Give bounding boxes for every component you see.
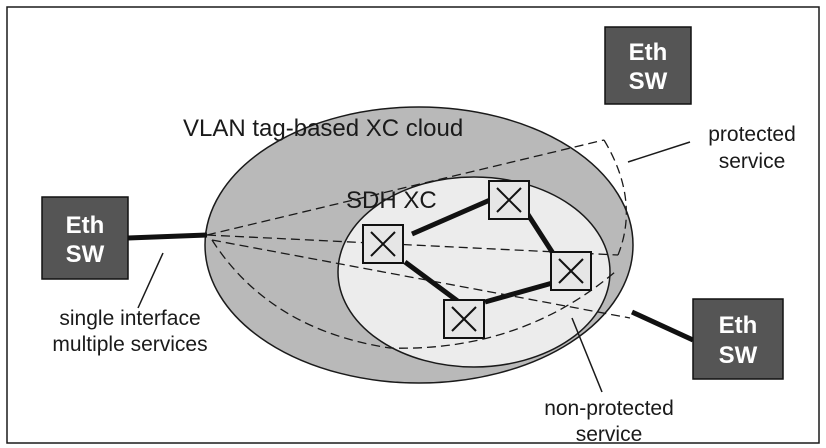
protected-path-lower: [206, 234, 619, 256]
nonprotected-branch: [211, 239, 631, 319]
sdh-xc-cloud: [337, 176, 611, 368]
single-interface-label-line1: single interface: [59, 307, 200, 330]
link-left-switch: [127, 232, 208, 241]
xc-node-left: [362, 224, 404, 264]
callout-line-protected: [627, 141, 691, 163]
sdh-xc-label: SDH XC: [346, 187, 437, 214]
sdh-links: [127, 197, 695, 343]
eth-switch-top-right-line1: Eth: [629, 39, 668, 66]
xc-node-bottom: [443, 299, 485, 339]
service-paths: [206, 139, 631, 349]
eth-switch-left-line2: SW: [66, 241, 105, 268]
protected-service-label-line2: service: [719, 150, 786, 173]
link-xc-left-to-bottom: [403, 259, 465, 308]
single-interface-label-line2: multiple services: [52, 333, 207, 356]
link-xc-bottom-to-right: [484, 279, 557, 305]
xc-node-right: [550, 251, 592, 291]
eth-switch-bottom-right-line2: SW: [719, 342, 758, 369]
link-xc-top-to-right: [524, 211, 559, 260]
eth-switch-left: Eth SW: [41, 196, 129, 280]
link-bottom-right-switch: [630, 309, 695, 343]
eth-switch-top-right: Eth SW: [604, 26, 692, 105]
protected-service-label-line1: protected: [708, 123, 796, 146]
callout-line-single-interface: [137, 252, 164, 309]
eth-switch-bottom-right: Eth SW: [692, 298, 784, 380]
link-xc-left-to-top: [411, 197, 491, 237]
protected-path-upper: [206, 139, 605, 236]
callout-lines: [137, 141, 691, 393]
nonprotected-service-label-line1: non-protected: [544, 397, 674, 420]
eth-switch-left-line1: Eth: [66, 212, 105, 239]
nonprotected-service-label-line2: service: [576, 423, 643, 446]
eth-switch-bottom-right-line1: Eth: [719, 312, 758, 339]
protected-path-arc: [603, 139, 627, 256]
vlan-cloud-label: VLAN tag-based XC cloud: [183, 115, 463, 142]
eth-switch-top-right-line2: SW: [629, 68, 668, 95]
nonprotected-path: [211, 239, 616, 349]
xc-node-top: [488, 180, 530, 220]
callout-line-nonprotected: [571, 317, 603, 393]
